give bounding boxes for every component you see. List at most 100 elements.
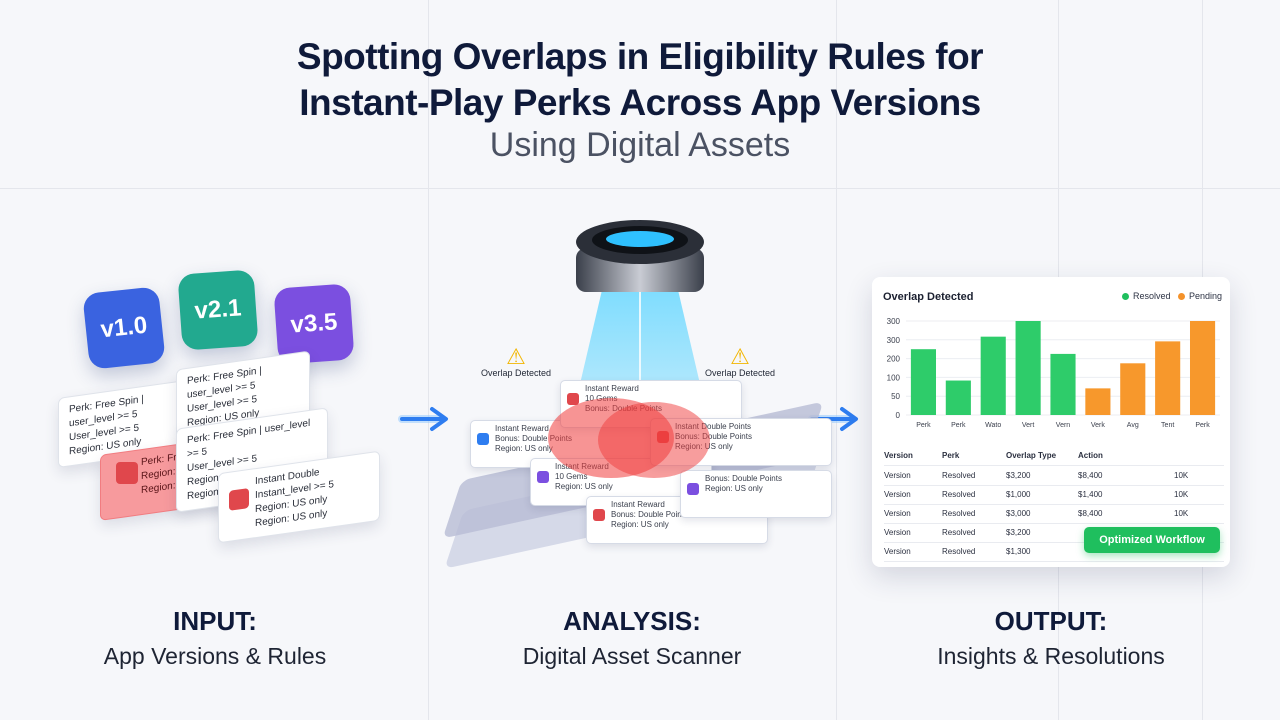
x-tick-label: Vert	[1022, 422, 1035, 429]
scan-line: Region: US only	[555, 482, 613, 491]
caption-subtitle: Digital Asset Scanner	[522, 643, 742, 669]
legend-swatch	[1178, 292, 1185, 300]
version-badge-label: v2.1	[193, 294, 243, 325]
input-caption: INPUT: App Versions & Rules	[35, 606, 395, 670]
caption-heading: ANALYSIS:	[563, 606, 701, 636]
table-cell: $8,400	[1078, 471, 1103, 480]
scan-line: Instant Reward	[495, 424, 549, 433]
y-tick-label: 50	[891, 392, 900, 401]
scan-line: Region: US only	[705, 484, 763, 493]
chart-bar	[980, 336, 1006, 415]
column-header: Overlap Type	[1006, 451, 1057, 460]
table-cell: Version	[884, 490, 911, 499]
grid-divider	[0, 188, 1280, 189]
analysis-caption: ANALYSIS: Digital Asset Scanner	[452, 606, 812, 670]
warning-icon: ⚠	[506, 344, 526, 369]
x-tick-label: Perk	[916, 422, 931, 429]
x-tick-label: Perk	[951, 422, 966, 429]
grid-divider	[428, 0, 429, 720]
version-badge-v1: v1.0	[82, 286, 166, 370]
caption-heading: OUTPUT:	[994, 606, 1108, 636]
overlap-warning: ⚠ Overlap Detected	[474, 344, 558, 379]
legend-swatch	[1122, 292, 1129, 300]
scan-line: Region: US only	[495, 444, 553, 453]
page-title-line1: Spotting Overlaps in Eligibility Rules f…	[296, 36, 984, 77]
caption-heading: INPUT:	[173, 606, 257, 636]
scan-line: Region: US only	[611, 520, 669, 529]
chart-bar	[1050, 353, 1076, 415]
reward-icon	[687, 483, 699, 495]
legend-item: Pending	[1178, 291, 1222, 301]
table-row: Version Resolved $1,300	[884, 543, 1224, 562]
legend-item: Resolved	[1122, 291, 1171, 301]
overlap-highlight	[598, 402, 710, 478]
table-header: Version Perk Overlap Type Action	[884, 447, 1224, 466]
version-badge-label: v1.0	[99, 311, 149, 344]
table-cell: Version	[884, 471, 911, 480]
table-cell: Resolved	[942, 528, 976, 537]
y-tick-label: 0	[896, 411, 901, 420]
table-cell: $1,400	[1078, 490, 1103, 499]
table-cell: $1,300	[1006, 547, 1031, 556]
legend-label: Resolved	[1133, 291, 1171, 301]
y-tick-label: 300	[887, 336, 901, 345]
scan-card: Bonus: Double Points Region: US only	[680, 470, 832, 518]
x-tick-label: Verk	[1091, 422, 1106, 429]
reward-icon	[229, 488, 249, 511]
scan-line: Bonus: Double Points	[675, 432, 752, 441]
table-cell: Version	[884, 528, 911, 537]
table-cell: $1,000	[1006, 490, 1031, 499]
scan-line: Instant Double Points	[675, 422, 752, 431]
table-cell: Version	[884, 509, 911, 518]
table-cell: Resolved	[942, 509, 976, 518]
grid-divider	[836, 0, 837, 720]
x-tick-label: Tent	[1161, 422, 1174, 429]
warning-label: Overlap Detected	[480, 368, 552, 378]
table-row: Version Resolved $1,000 $1,400 10K	[884, 486, 1224, 505]
caption-subtitle: App Versions & Rules	[103, 643, 327, 669]
column-header: Version	[884, 451, 913, 460]
table-cell: Resolved	[942, 471, 976, 480]
page-subtitle: Using Digital Assets	[489, 126, 791, 164]
table-cell: $3,200	[1006, 471, 1031, 480]
dashboard-title: Overlap Detected	[883, 291, 974, 303]
chart-bar	[1120, 363, 1146, 415]
caption-subtitle: Insights & Resolutions	[937, 643, 1165, 669]
scan-line: Bonus: Double Points	[611, 510, 688, 519]
version-badge-v2: v2.1	[177, 269, 259, 351]
reward-icon	[116, 462, 138, 484]
version-badge-v3: v3.5	[273, 283, 355, 365]
table-cell: $3,000	[1006, 509, 1031, 518]
chart-bar	[1015, 321, 1041, 415]
reward-icon	[593, 509, 605, 521]
warning-label: Overlap Detected	[704, 368, 776, 378]
page-title-line2: Instant-Play Perks Across App Versions	[299, 82, 981, 123]
reward-icon	[567, 393, 579, 405]
table-cell: 10K	[1174, 509, 1189, 518]
table-cell: 10K	[1174, 490, 1189, 499]
optimized-workflow-button[interactable]: Optimized Workflow	[1084, 527, 1220, 553]
chart-bar	[910, 349, 937, 415]
chart-bar	[1085, 388, 1111, 415]
scan-line: 10 Gems	[555, 472, 588, 481]
table-cell: Resolved	[942, 490, 976, 499]
x-tick-label: Wato	[985, 422, 1001, 429]
x-tick-label: Perk	[1195, 422, 1210, 429]
scan-line: Instant Reward	[585, 384, 639, 393]
version-badge-label: v3.5	[289, 308, 339, 339]
table-cell: Version	[884, 547, 911, 556]
overlap-warning: ⚠ Overlap Detected	[698, 344, 782, 379]
scan-line: Bonus: Double Points	[705, 474, 782, 483]
legend-label: Pending	[1189, 291, 1223, 301]
table-cell: Resolved	[942, 547, 976, 556]
warning-icon: ⚠	[730, 344, 750, 369]
y-tick-label: 200	[887, 355, 901, 364]
y-tick-label: 300	[887, 317, 901, 326]
chart-bar	[945, 380, 971, 415]
reward-icon	[477, 433, 489, 445]
